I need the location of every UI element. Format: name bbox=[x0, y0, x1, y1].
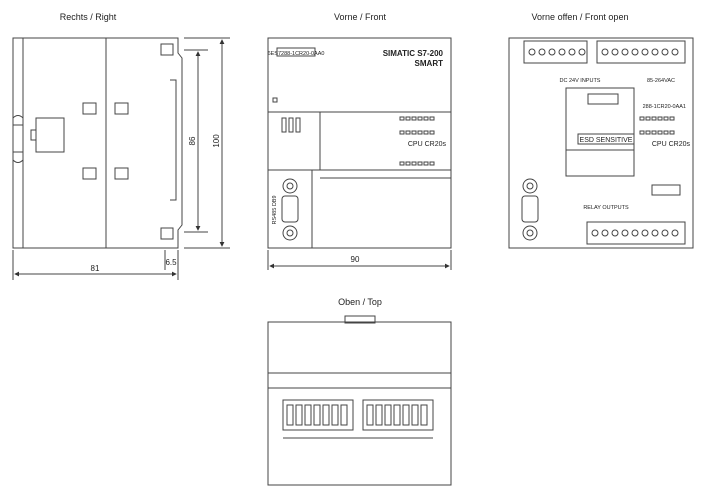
right-view: Rechts / Right 81 86 100 6.5 bbox=[12, 12, 230, 280]
supply-label: DC 24V INPUTS bbox=[560, 78, 601, 84]
open-cpu-label: CPU CR20s bbox=[652, 141, 691, 148]
brand-line1: SIMATIC S7-200 bbox=[383, 49, 444, 58]
dim-width-right: 81 bbox=[91, 264, 100, 273]
front-open-view: Vorne offen / Front open DC 24V INPUTS 8… bbox=[508, 12, 694, 249]
relay-label: RELAY OUTPUTS bbox=[583, 205, 629, 211]
top-slots bbox=[286, 404, 428, 426]
front-view: Vorne / Front 6ES7288-1CR20-0AA0 SIMATIC… bbox=[267, 12, 452, 270]
dim-height-inner: 86 bbox=[188, 136, 197, 145]
dim-height-total: 100 bbox=[212, 134, 221, 148]
front-cpu-label: CPU CR20s bbox=[408, 141, 447, 148]
front-port-label: RS485 DB9 bbox=[272, 195, 278, 224]
top-view: Oben / Top bbox=[267, 297, 452, 486]
front-led-row-top bbox=[399, 116, 435, 135]
top-view-title: Oben / Top bbox=[338, 297, 382, 307]
dim-width-front: 90 bbox=[351, 255, 360, 264]
code-label: 288-1CR20-0AA1 bbox=[643, 104, 686, 110]
db9-port-open bbox=[521, 178, 539, 241]
led-row-open bbox=[639, 116, 675, 135]
front-open-view-title: Vorne offen / Front open bbox=[532, 12, 629, 22]
part-number: 6ES7288-1CR20-0AA0 bbox=[268, 51, 325, 57]
front-view-title: Vorne / Front bbox=[334, 12, 387, 22]
esd-label: ESD SENSITIVE bbox=[580, 137, 633, 144]
front-led-row-bottom bbox=[399, 161, 435, 166]
terminal-row-top bbox=[528, 48, 679, 56]
dim-offset: 6.5 bbox=[165, 258, 177, 267]
db9-port bbox=[281, 178, 299, 241]
brand-line2: SMART bbox=[415, 59, 444, 68]
right-view-title: Rechts / Right bbox=[60, 12, 117, 22]
terminal-row-bottom bbox=[591, 229, 679, 237]
model-label: 85-264VAC bbox=[647, 78, 675, 84]
